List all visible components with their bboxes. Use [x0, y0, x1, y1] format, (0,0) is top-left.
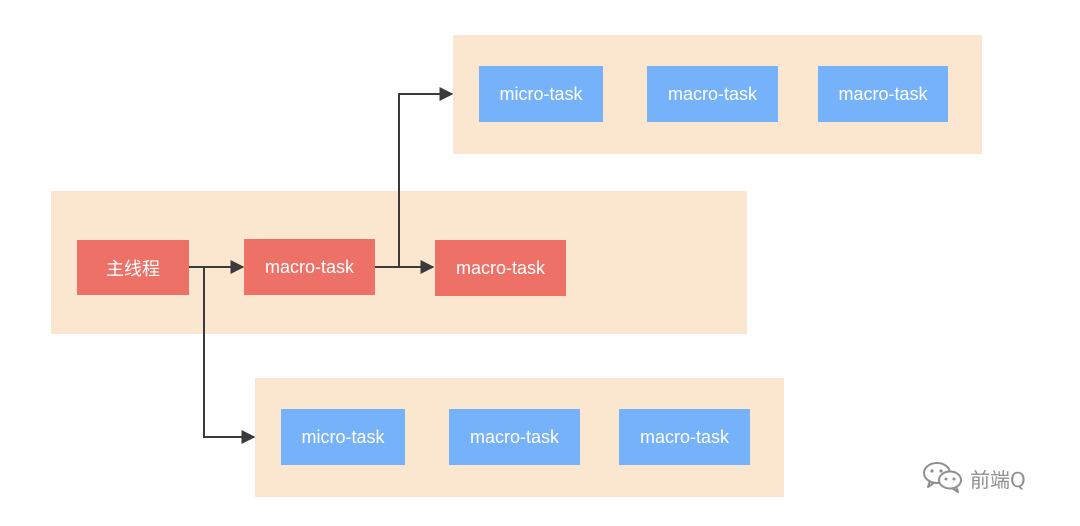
arrow-macro-to-top-queue [375, 87, 454, 268]
watermark-text: 前端Q [970, 467, 1026, 492]
watermark: 前端Q [922, 458, 1026, 498]
wechat-icon [922, 459, 964, 498]
arrow-main-to-bottom-queue [189, 266, 256, 444]
bottom-queue-micro-task: micro-task [281, 409, 405, 465]
top-queue-macro-task-2: macro-task [818, 66, 948, 122]
macro-task-box-2: macro-task [435, 240, 566, 296]
bottom-queue-macro-task-2: macro-task [619, 409, 750, 465]
top-queue-micro-task: micro-task [479, 66, 603, 122]
top-queue-macro-task-1: macro-task [647, 66, 778, 122]
macro-task-box-1: macro-task [244, 239, 375, 295]
main-thread-box: 主线程 [77, 240, 189, 295]
bottom-queue-macro-task-1: macro-task [449, 409, 580, 465]
